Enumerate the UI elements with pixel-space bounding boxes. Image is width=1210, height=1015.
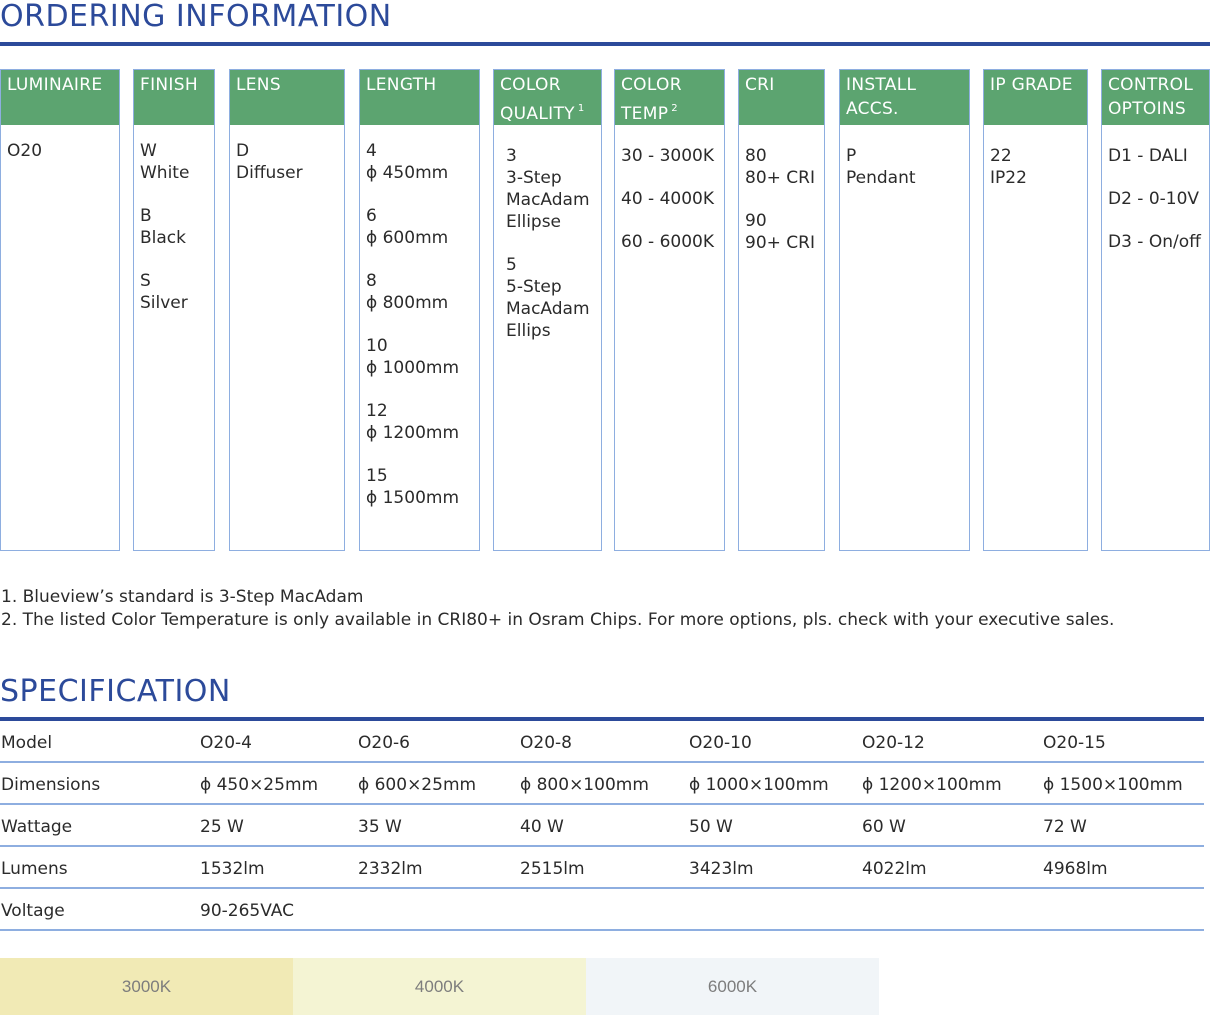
option: 6 ϕ 600mm xyxy=(366,206,449,248)
option: D Diffuser xyxy=(236,141,303,183)
column-header: LUMINAIRE xyxy=(1,70,119,125)
swatch-3000k: 3000K xyxy=(0,958,293,1015)
column-header: LENGTH xyxy=(360,70,479,125)
option: B Black xyxy=(140,206,186,248)
spec-value: 2515lm xyxy=(520,859,585,879)
spec-value: O20-15 xyxy=(1043,733,1106,753)
column-length: LENGTH 4 ϕ 450mm 6 ϕ 600mm 8 ϕ 800mm 10 … xyxy=(359,69,480,551)
option: S Silver xyxy=(140,271,188,313)
option: 4 ϕ 450mm xyxy=(366,141,449,183)
option: D1 - DALI xyxy=(1108,146,1188,166)
footnote-marker: 2 xyxy=(671,103,678,114)
spec-value: ϕ 1200×100mm xyxy=(862,775,1002,795)
spec-value: 50 W xyxy=(689,817,733,837)
swatch-label: 6000K xyxy=(707,976,758,996)
spec-value: 2332lm xyxy=(358,859,423,879)
ordering-title: ORDERING INFORMATION xyxy=(0,0,392,34)
spec-value: 90-265VAC xyxy=(200,901,294,921)
spec-row-wattage: Wattage 25 W 35 W 40 W 50 W 60 W 72 W xyxy=(0,805,1204,847)
option: 8 ϕ 800mm xyxy=(366,271,449,313)
option: 5 5-Step MacAdam Ellips xyxy=(506,255,590,341)
spec-label: Dimensions xyxy=(1,775,101,795)
column-header: IP GRADE xyxy=(984,70,1087,125)
spec-value: O20-4 xyxy=(200,733,252,753)
column-control-options: CONTROL OPTOINS D1 - DALI D2 - 0-10V D3 … xyxy=(1101,69,1210,551)
column-header: LENS xyxy=(230,70,344,125)
footnote-2: 2. The listed Color Temperature is only … xyxy=(1,610,1115,630)
spec-label: Lumens xyxy=(1,859,68,879)
spec-row-voltage: Voltage 90-265VAC xyxy=(0,889,1204,931)
column-header: INSTALL ACCS. xyxy=(840,70,969,125)
spec-row-model: Model O20-4 O20-6 O20-8 O20-10 O20-12 O2… xyxy=(0,721,1204,763)
spec-label: Model xyxy=(1,733,53,753)
column-lens: LENS D Diffuser xyxy=(229,69,345,551)
column-header: CRI xyxy=(739,70,824,125)
spec-value: ϕ 450×25mm xyxy=(200,775,319,795)
spec-value: 1532lm xyxy=(200,859,265,879)
spec-row-lumens: Lumens 1532lm 2332lm 2515lm 3423lm 4022l… xyxy=(0,847,1204,889)
option: D2 - 0-10V xyxy=(1108,189,1200,209)
option: P Pendant xyxy=(846,146,916,188)
option: W White xyxy=(140,141,190,183)
column-ip-grade: IP GRADE 22 IP22 xyxy=(983,69,1088,551)
column-header: CONTROL OPTOINS xyxy=(1102,70,1209,125)
spec-value: O20-10 xyxy=(689,733,752,753)
column-cri: CRI 80 80+ CRI 90 90+ CRI xyxy=(738,69,825,551)
footnote-marker: 1 xyxy=(577,103,585,114)
spec-label: Voltage xyxy=(1,901,65,921)
spec-value: 4022lm xyxy=(862,859,927,879)
spec-value: 25 W xyxy=(200,817,244,837)
swatch-label: 4000K xyxy=(414,976,465,996)
swatch-label: 3000K xyxy=(121,976,172,996)
option: D3 - On/off xyxy=(1108,232,1201,252)
option: 30 - 3000K xyxy=(621,146,714,166)
specification-title: SPECIFICATION xyxy=(0,674,231,709)
spec-value: ϕ 600×25mm xyxy=(358,775,477,795)
option: 90 90+ CRI xyxy=(745,211,815,253)
option: 12 ϕ 1200mm xyxy=(366,401,460,443)
footnote-1: 1. Blueview’s standard is 3-Step MacAdam xyxy=(1,587,364,607)
swatch-4000k: 4000K xyxy=(293,958,586,1015)
option: 60 - 6000K xyxy=(621,232,714,252)
spec-value: 4968lm xyxy=(1043,859,1108,879)
spec-value: ϕ 1000×100mm xyxy=(689,775,829,795)
column-header: FINISH xyxy=(134,70,214,125)
spec-value: 72 W xyxy=(1043,817,1087,837)
option: O20 xyxy=(7,141,43,161)
spec-value: 60 W xyxy=(862,817,906,837)
spec-value: 3423lm xyxy=(689,859,754,879)
option: 10 ϕ 1000mm xyxy=(366,336,460,378)
spec-label: Wattage xyxy=(1,817,73,837)
option: 80 80+ CRI xyxy=(745,146,815,188)
spec-value: 35 W xyxy=(358,817,402,837)
spec-value: ϕ 800×100mm xyxy=(520,775,649,795)
column-install-accs: INSTALL ACCS. P Pendant xyxy=(839,69,970,551)
option: 40 - 4000K xyxy=(621,189,714,209)
option: 15 ϕ 1500mm xyxy=(366,466,460,508)
spec-row-dimensions: Dimensions ϕ 450×25mm ϕ 600×25mm ϕ 800×1… xyxy=(0,763,1204,805)
specification-title-rule xyxy=(0,717,1204,721)
spec-value: ϕ 1500×100mm xyxy=(1043,775,1183,795)
option: 3 3-Step MacAdam Ellipse xyxy=(506,146,590,232)
swatch-6000k: 6000K xyxy=(586,958,879,1015)
column-finish: FINISH W White B Black S Silver xyxy=(133,69,215,551)
spec-value: O20-6 xyxy=(358,733,410,753)
spec-value: 40 W xyxy=(520,817,564,837)
column-luminaire: LUMINAIRE O20 xyxy=(0,69,120,551)
ordering-title-rule xyxy=(0,42,1210,46)
spec-value: O20-8 xyxy=(520,733,572,753)
option: 22 IP22 xyxy=(990,146,1027,188)
spec-value: O20-12 xyxy=(862,733,925,753)
